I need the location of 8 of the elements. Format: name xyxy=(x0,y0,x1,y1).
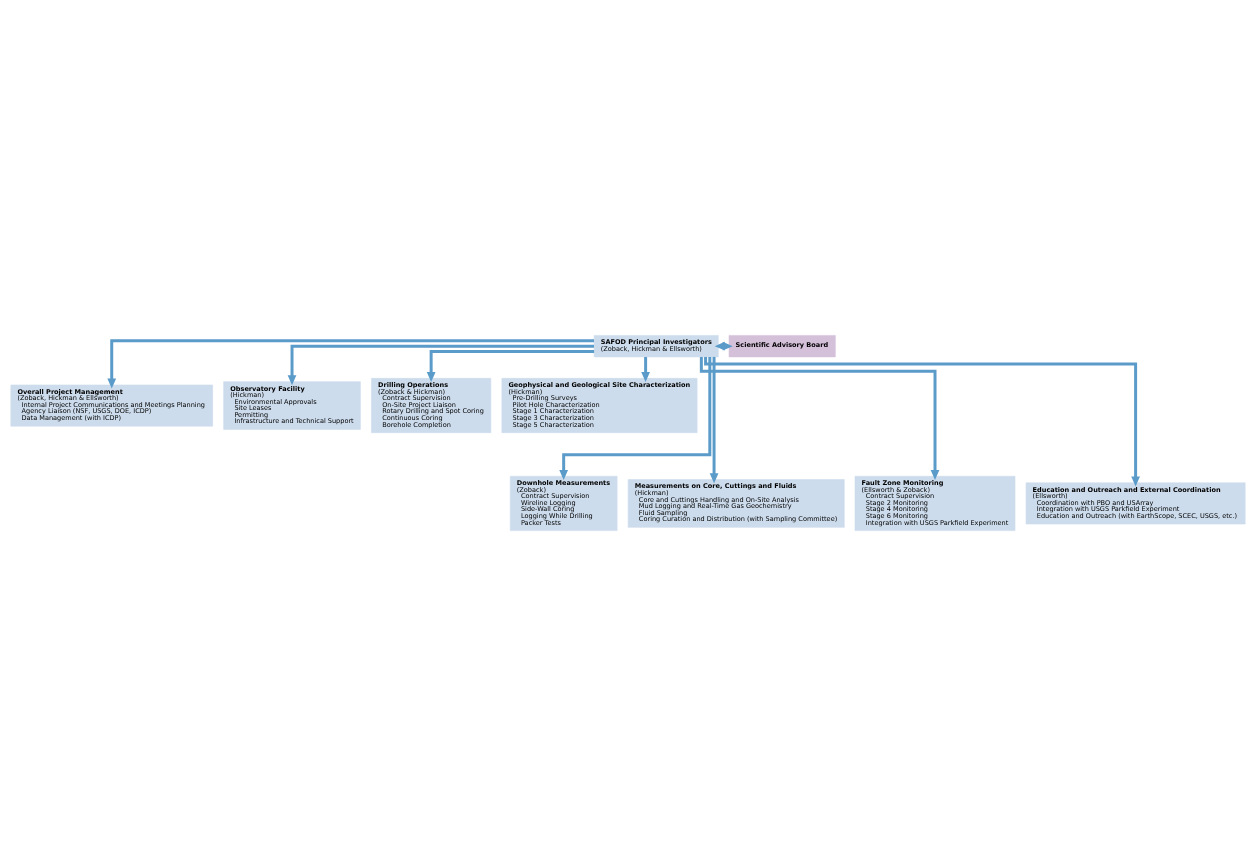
arrow xyxy=(709,356,719,483)
arrow xyxy=(699,356,940,480)
arrow xyxy=(287,344,594,385)
arrow xyxy=(107,338,594,389)
arrow xyxy=(704,356,1140,486)
arrow xyxy=(559,356,712,480)
arrow xyxy=(426,349,595,382)
arrow xyxy=(641,356,650,382)
